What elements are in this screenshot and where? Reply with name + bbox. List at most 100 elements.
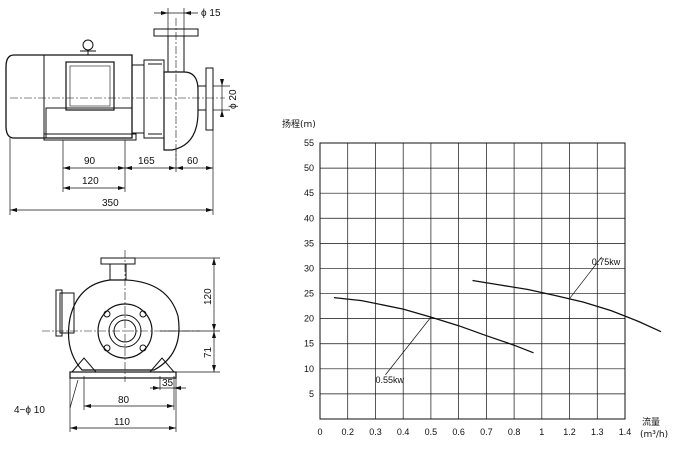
bolt-hole — [103, 344, 111, 352]
foot-35-label: 35 — [162, 378, 174, 389]
dim-120-label: 120 — [82, 176, 99, 187]
chart-series-line — [333, 296, 534, 354]
chart-plot-frame — [319, 142, 626, 420]
chart-y-tick-label: 5 — [309, 389, 314, 399]
holes-label: 4−ϕ 10 — [14, 405, 45, 416]
volute-casing — [67, 279, 180, 371]
bolt-hole — [139, 344, 147, 352]
chart-y-tick-label: 15 — [304, 339, 314, 349]
chart-x-tick-label: 0.3 — [369, 427, 382, 437]
bolt-hole — [139, 310, 147, 318]
chart-x-tick-label: 1.2 — [563, 427, 576, 437]
chart-y-tick-label: 20 — [304, 314, 314, 324]
arrow-head — [206, 208, 213, 212]
terminal-box — [65, 61, 115, 111]
chart-y-tick-label: 50 — [304, 163, 314, 173]
side-view-arrows — [10, 11, 224, 212]
arrow-head — [63, 186, 70, 190]
side-inlet-flange — [55, 289, 63, 337]
side-inlet — [59, 292, 75, 334]
arrow-head — [174, 386, 181, 390]
terminal-box-inner — [69, 65, 111, 107]
chart-x-tick-label: 0.6 — [452, 427, 465, 437]
chart-y-tick-label: 45 — [304, 188, 314, 198]
chart-series-leader — [569, 256, 603, 299]
arrow-head — [212, 331, 216, 338]
chart-x-tick-label: 0.7 — [480, 427, 493, 437]
arrow-head — [220, 110, 224, 117]
arrow-head — [10, 208, 17, 212]
motor-base — [43, 133, 137, 141]
front-view-dim-labels: 120 71 35 4−ϕ 10 80 110 — [14, 288, 214, 428]
arrow-head — [125, 166, 132, 170]
dim-350-label: 350 — [102, 198, 119, 209]
arrow-head — [206, 166, 213, 170]
chart-y-tick-label: 55 — [304, 138, 314, 148]
chart-series-line — [472, 279, 662, 333]
bolt-hole — [103, 310, 111, 318]
arrow-head — [70, 426, 77, 430]
arrow-head — [169, 426, 176, 430]
chart-x-axis-unit: (m³/h) — [640, 430, 668, 440]
arrow-head — [212, 258, 216, 265]
chart-x-tick-label: 0.5 — [425, 427, 438, 437]
dim-90-label: 90 — [84, 156, 96, 167]
chart-y-tick-label: 10 — [304, 364, 314, 374]
arrow-head — [161, 11, 168, 15]
chart-y-axis-label: 扬程(m) — [282, 118, 316, 130]
chart-series-label: 0.55kw — [375, 375, 404, 385]
chart-grid — [319, 142, 626, 420]
dim-165-label: 165 — [138, 156, 155, 167]
pump-side-view — [5, 18, 225, 160]
chart-y-tick-label: 35 — [304, 238, 314, 248]
arrow-head — [118, 166, 125, 170]
base-plate — [69, 371, 177, 379]
inlet-diameter-label: ϕ 20 — [228, 89, 239, 109]
height-120-label: 120 — [203, 288, 214, 305]
front-outlet-flange — [100, 257, 136, 265]
chart-y-tick-label: 40 — [304, 213, 314, 223]
chart-x-tick-label: 0.4 — [397, 427, 410, 437]
bearing-bracket — [131, 64, 145, 134]
arrow-head — [220, 79, 224, 86]
chart-series-leader — [385, 316, 432, 376]
bracket-flange — [143, 59, 165, 139]
arrow-head — [153, 386, 160, 390]
height-71-label: 71 — [203, 346, 214, 358]
side-view-dim-labels: ϕ 15 ϕ 20 90 165 60 120 350 — [82, 8, 239, 209]
arrow-head — [169, 166, 176, 170]
chart-y-tick-labels: 5 10 15 20 25 30 35 40 45 50 55 — [304, 138, 314, 399]
chart-x-tick-label: 0.8 — [508, 427, 521, 437]
arrow-head — [167, 404, 174, 408]
pump-casing — [163, 71, 199, 151]
arrow-head — [84, 404, 91, 408]
front-view-arrows — [70, 258, 216, 430]
chart-y-tick-label: 30 — [304, 263, 314, 273]
chart-series: 0.55kw 0.75kw — [333, 256, 662, 385]
chart-x-tick-label: 1 — [539, 427, 544, 437]
side-view-dimensions — [9, 8, 230, 215]
lifting-eye — [82, 39, 94, 51]
arrow-head — [184, 11, 191, 15]
chart-x-tick-label: 1.4 — [619, 427, 632, 437]
front-outlet-pipe — [109, 263, 127, 281]
arrow-head — [63, 166, 70, 170]
outlet-diameter-label: ϕ 15 — [201, 8, 221, 19]
chart-series-label: 0.75kw — [592, 257, 621, 267]
arrow-head — [212, 324, 216, 331]
chart-x-tick-label: 0 — [317, 427, 322, 437]
width-80-label: 80 — [118, 395, 130, 406]
pump-front-view — [42, 250, 200, 382]
holes-leader — [69, 379, 79, 409]
motor-body — [5, 54, 133, 139]
arrow-head — [118, 186, 125, 190]
chart-y-tick-label: 25 — [304, 289, 314, 299]
inlet-flange — [205, 67, 214, 131]
arrow-head — [176, 166, 183, 170]
chart-x-axis-label: 流量 — [642, 416, 660, 428]
arrow-head — [212, 365, 216, 372]
